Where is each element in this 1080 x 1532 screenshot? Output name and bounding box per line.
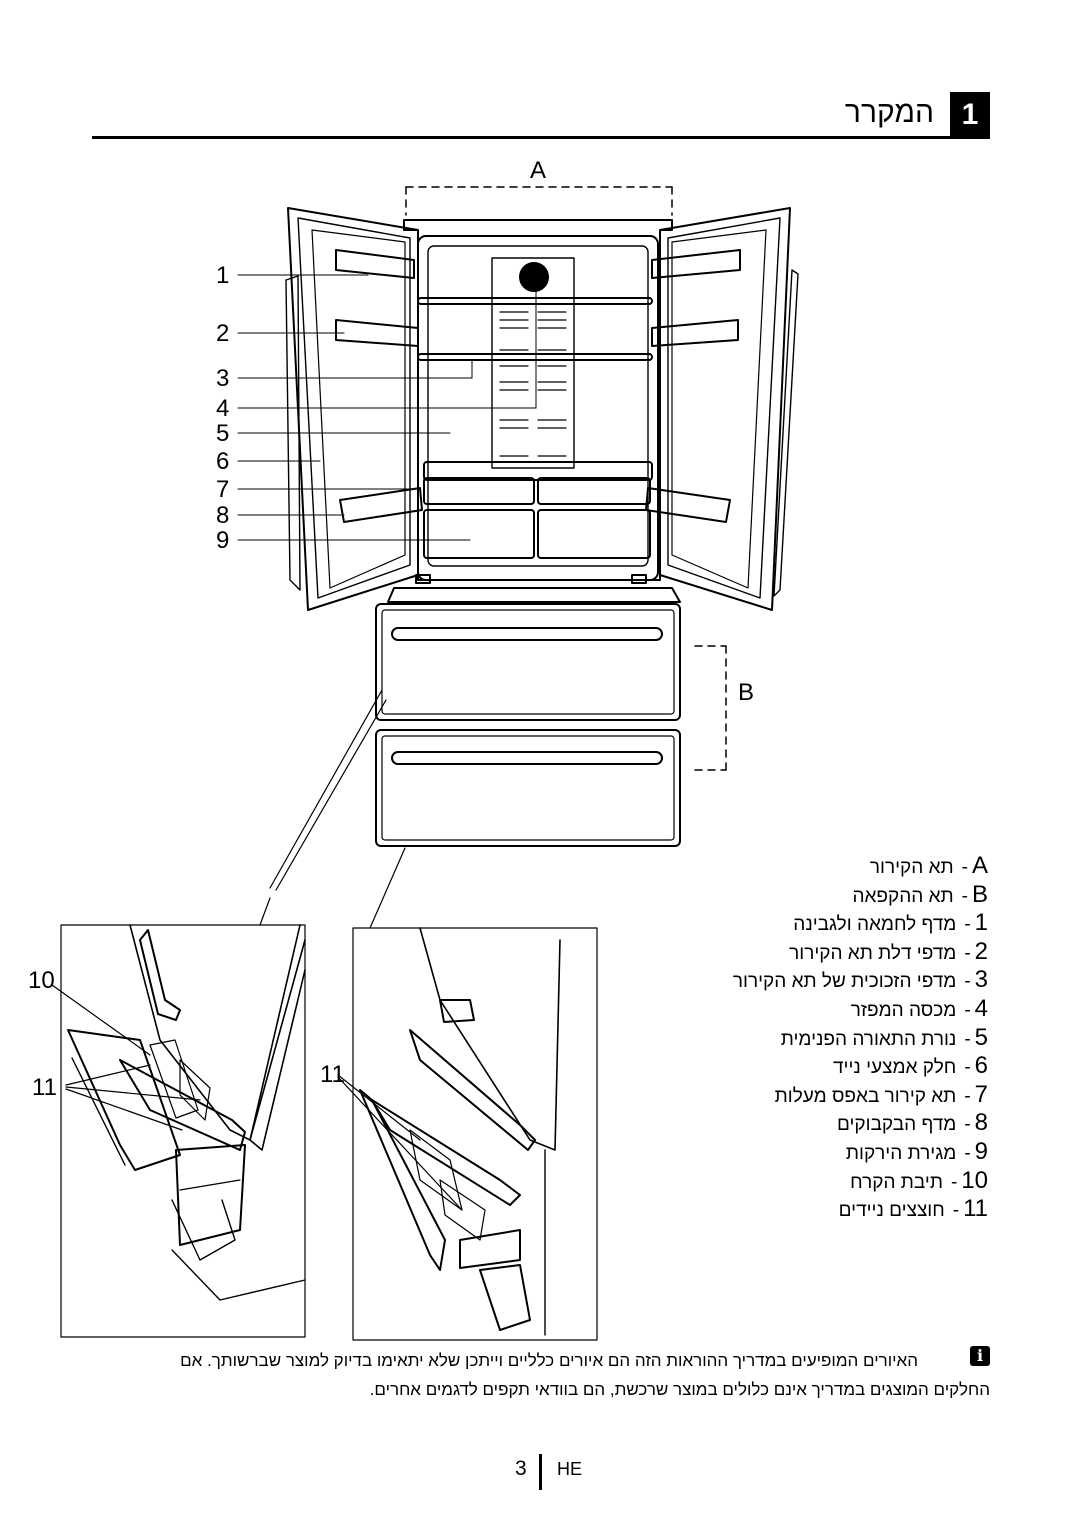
legend-text: מדפי הזכוכית של תא הקירור [732, 971, 957, 993]
callout-7: 7 [216, 476, 230, 503]
zone-a-label: A [530, 157, 546, 184]
crisper-drawer [423, 509, 535, 559]
language-code: HE [557, 1459, 583, 1479]
legend-item: 5-נורת התאורה הפנימית [568, 1024, 988, 1053]
right-door [645, 207, 799, 611]
legend-item: 4-מכסה המפזר [568, 995, 988, 1024]
legend-separator: - [964, 1057, 971, 1079]
legend-key: 9 [974, 1137, 988, 1165]
glass-shelf [417, 353, 653, 361]
footer-divider [539, 1454, 542, 1490]
legend-key: 11 [963, 1195, 988, 1223]
legend-separator: - [964, 914, 971, 936]
zone-b-label: B [738, 679, 754, 706]
page-footer: 3 HE [500, 1452, 600, 1492]
legend-item: 11-חוצצים ניידים [568, 1195, 988, 1224]
section-header: 1 המקרר [92, 92, 990, 140]
freezer-drawers [375, 587, 681, 847]
legend-key: 6 [974, 1052, 988, 1080]
legend-text: תא הקירור [869, 857, 954, 878]
legend-separator: - [964, 1142, 971, 1164]
callout-5: 5 [216, 420, 230, 447]
legend-separator: - [964, 942, 971, 964]
legend-separator: - [964, 1085, 971, 1107]
legend-item: 7-תא קירור באפס מעלות [568, 1081, 988, 1110]
diffuser-cover [519, 262, 549, 292]
legend-key: 3 [974, 966, 988, 994]
callout-11-right: 11 [320, 1061, 345, 1088]
page-number: 3 [515, 1457, 527, 1480]
legend-item: B-תא ההקפאה [568, 881, 988, 910]
zone-a-bracket [405, 186, 673, 216]
callout-leaders [237, 274, 537, 541]
drawer-handle [391, 751, 663, 765]
legend-separator: - [964, 999, 971, 1021]
section-title: המקרר [844, 96, 934, 129]
legend-text: מגירת הירקות [845, 1142, 957, 1164]
legend-item: 3-מדפי הזכוכית של תא הקירור [568, 966, 988, 995]
legend-key: 4 [974, 994, 988, 1022]
callout-4: 4 [216, 395, 230, 422]
callout-10: 10 [28, 967, 55, 994]
callout-1: 1 [216, 262, 230, 289]
legend-item: 1-מדף לחמאה ולגבינה [568, 909, 988, 938]
callout-9: 9 [216, 527, 230, 554]
legend-separator: - [950, 1171, 958, 1193]
legend-separator: - [961, 885, 968, 907]
callout-2: 2 [216, 320, 230, 347]
rear-vents [499, 311, 567, 457]
callout-11-left: 11 [32, 1074, 57, 1101]
detail-left-box [60, 924, 306, 1338]
legend-key: 1 [974, 909, 988, 937]
legend-text: חלק אמצעי נייד [833, 1057, 957, 1079]
drawer-handle [391, 627, 663, 641]
detail-right-box [352, 927, 598, 1341]
note-line-1: האיורים המופיעים במדריך ההוראות הזה הם א… [180, 1351, 918, 1370]
legend-item: A-תא הקירור [568, 852, 988, 881]
zoom-lines [259, 689, 406, 929]
legend-key: A [971, 852, 988, 879]
section-number-badge: 1 [950, 92, 990, 138]
callout-3: 3 [216, 365, 230, 392]
legend-text: חוצצים ניידים [838, 1200, 945, 1222]
legend-list: A-תא הקירור B-תא ההקפאה 1-מדף לחמאה ולגב… [568, 852, 988, 1224]
crisper-drawer [537, 509, 651, 559]
legend-separator: - [964, 971, 971, 993]
legend-item: 8-מדף הבקבוקים [568, 1109, 988, 1138]
info-icon: i [970, 1346, 990, 1366]
note-line-2: החלקים המוצגים במדריך אינם כלולים במוצר … [369, 1380, 990, 1399]
legend-separator: - [952, 1200, 960, 1222]
legend-separator: - [964, 1028, 971, 1050]
legend-separator: - [964, 1114, 971, 1136]
legend-item: 9-מגירת הירקות [568, 1138, 988, 1167]
callout-6: 6 [216, 448, 230, 475]
legend-separator: - [961, 857, 968, 878]
legend-item: 10-תיבת הקרח [568, 1167, 988, 1196]
header-rule [92, 136, 990, 139]
legend-key: B [971, 880, 988, 908]
legend-key: 7 [974, 1080, 988, 1108]
legend-key: 2 [974, 937, 988, 965]
legend-text: תא קירור באפס מעלות [774, 1085, 957, 1107]
legend-key: 8 [974, 1109, 988, 1137]
legend-item: 6-חלק אמצעי נייד [568, 1052, 988, 1081]
legend-text: נורת התאורה הפנימית [780, 1028, 957, 1050]
legend-text: מכסה המפזר [850, 999, 957, 1021]
legend-key: 5 [974, 1023, 988, 1051]
callout-8: 8 [216, 502, 230, 529]
legend-text: מדף לחמאה ולגבינה [793, 914, 957, 936]
legend-text: מדפי דלת תא הקירור [789, 942, 957, 964]
fridge-cabinet [403, 219, 673, 584]
legend-key: 10 [961, 1166, 988, 1194]
left-door [285, 207, 423, 611]
detail-leaders [51, 984, 463, 1211]
legend-text: תא ההקפאה [852, 885, 954, 907]
glass-shelf [417, 297, 653, 305]
legend-text: מדף הבקבוקים [836, 1114, 957, 1136]
legend-item: 2-מדפי דלת תא הקירור [568, 938, 988, 967]
zone-b-bracket [694, 645, 727, 771]
legend-text: תיבת הקרח [850, 1171, 943, 1193]
note-text: האיורים המופיעים במדריך ההוראות הזה הם א… [110, 1346, 990, 1404]
